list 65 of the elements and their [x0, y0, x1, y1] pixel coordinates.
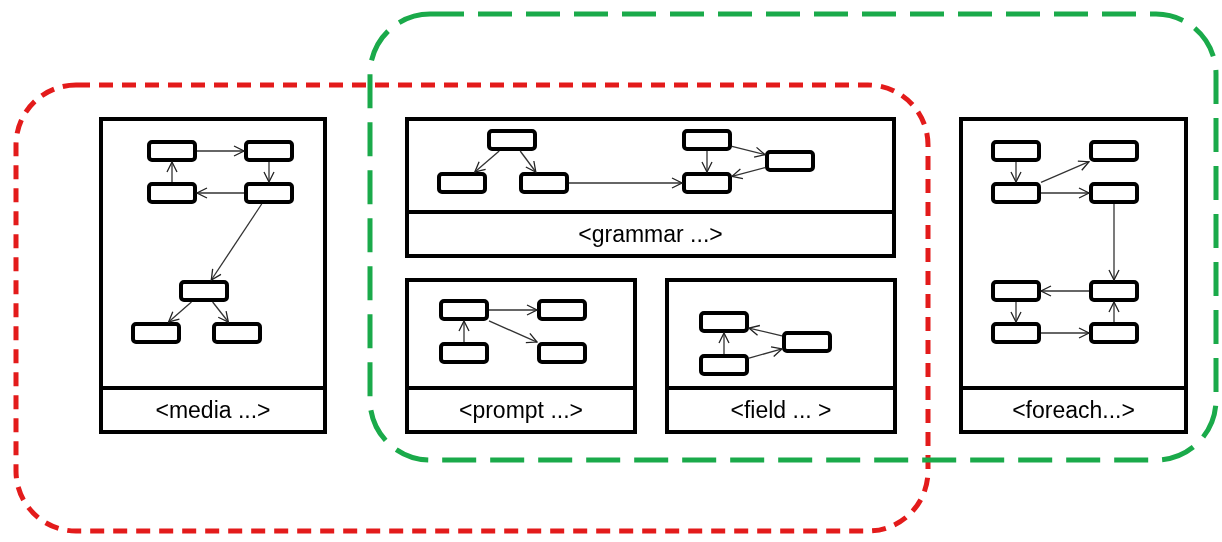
flow-node	[699, 311, 749, 333]
flow-node	[519, 172, 569, 194]
arrow	[731, 145, 766, 158]
arrow	[731, 167, 766, 180]
flow-node	[212, 322, 262, 344]
flow-node	[131, 322, 181, 344]
flow-node	[179, 280, 229, 302]
arrow	[458, 320, 470, 343]
flow-node	[437, 172, 487, 194]
arrow	[1010, 301, 1022, 323]
flow-node	[1089, 140, 1139, 162]
arrow	[263, 161, 275, 183]
flow-node	[439, 342, 489, 364]
flow-node	[682, 129, 732, 151]
component-panel	[959, 117, 1188, 434]
flow-node	[765, 150, 815, 172]
flow-node	[682, 172, 732, 194]
flow-node	[147, 140, 197, 162]
component-panel	[405, 278, 637, 434]
flow-node	[147, 182, 197, 204]
component-panel	[99, 117, 327, 434]
arrow	[1040, 327, 1090, 339]
arrow	[748, 324, 783, 337]
tag-label: <grammar ...>	[409, 210, 892, 254]
arrow	[1040, 160, 1090, 183]
arrow	[519, 150, 537, 173]
arrow	[167, 301, 193, 323]
arrow	[196, 187, 245, 199]
arrow	[1040, 187, 1090, 199]
component-panel	[405, 117, 896, 258]
flow-node	[537, 299, 587, 321]
arrow	[701, 150, 713, 173]
arrow	[166, 161, 178, 183]
arrow	[1108, 203, 1120, 281]
flow-node	[991, 322, 1041, 344]
arrow	[718, 332, 730, 355]
flow-node	[244, 140, 294, 162]
flow-node	[991, 280, 1041, 302]
flow-node	[782, 331, 832, 353]
arrow	[748, 346, 783, 359]
arrow	[196, 145, 245, 157]
arrow	[568, 177, 683, 189]
tag-label: <media ...>	[103, 386, 323, 430]
arrow	[488, 320, 538, 344]
tag-label: <foreach...>	[963, 386, 1184, 430]
flow-node	[991, 182, 1041, 204]
arrow	[212, 301, 229, 323]
flow-node	[537, 342, 587, 364]
flow-node	[1089, 280, 1139, 302]
flow-node	[699, 354, 749, 376]
arrow	[1040, 285, 1090, 297]
flow-node	[439, 299, 489, 321]
flow-node	[1089, 182, 1139, 204]
tag-label: <prompt ...>	[409, 386, 633, 430]
flow-node	[487, 129, 537, 151]
arrow	[1108, 301, 1120, 323]
arrow	[488, 304, 538, 316]
component-panel	[665, 278, 897, 434]
arrow	[1010, 161, 1022, 183]
tag-label: <field ... >	[669, 386, 893, 430]
flow-node	[244, 182, 294, 204]
flow-node	[1089, 322, 1139, 344]
arrow	[210, 203, 263, 281]
flow-node	[991, 140, 1041, 162]
arrow	[474, 150, 500, 173]
